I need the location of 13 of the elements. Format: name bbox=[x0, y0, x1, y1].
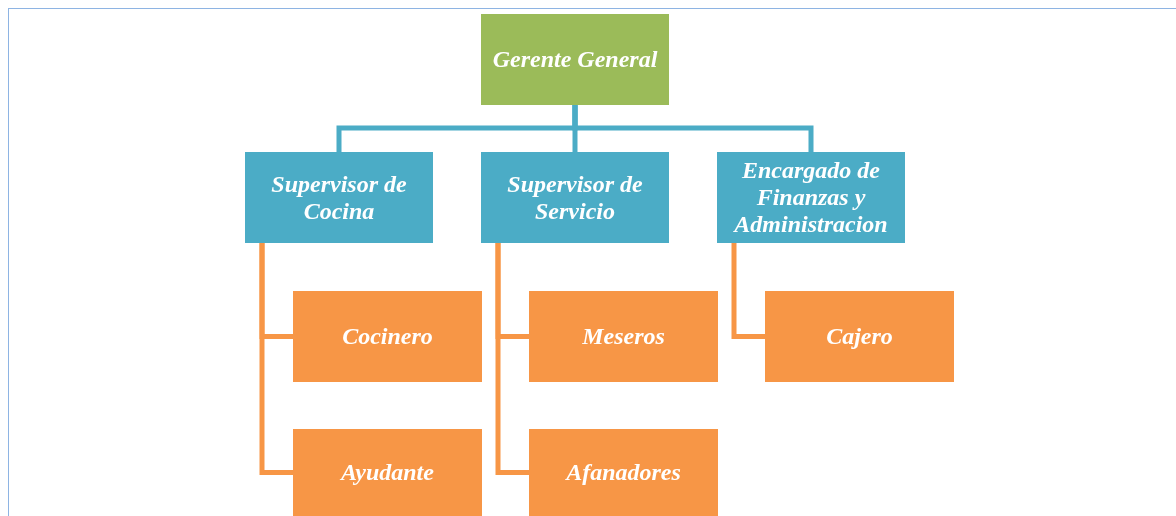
org-box: Cocinero bbox=[293, 291, 482, 382]
org-box: Ayudante bbox=[293, 429, 482, 516]
org-box: Encargado de Finanzas y Administracion bbox=[717, 152, 905, 243]
connector-line bbox=[259, 243, 293, 475]
org-box: Cajero bbox=[765, 291, 954, 382]
org-box: Supervisor de Cocina bbox=[245, 152, 433, 243]
org-box: Meseros bbox=[529, 291, 718, 382]
connector-line bbox=[731, 243, 765, 339]
connector-line bbox=[495, 243, 529, 475]
org-box: Afanadores bbox=[529, 429, 718, 516]
org-box: Gerente General bbox=[481, 14, 669, 105]
org-box: Supervisor de Servicio bbox=[481, 152, 669, 243]
connector-line bbox=[572, 105, 814, 152]
